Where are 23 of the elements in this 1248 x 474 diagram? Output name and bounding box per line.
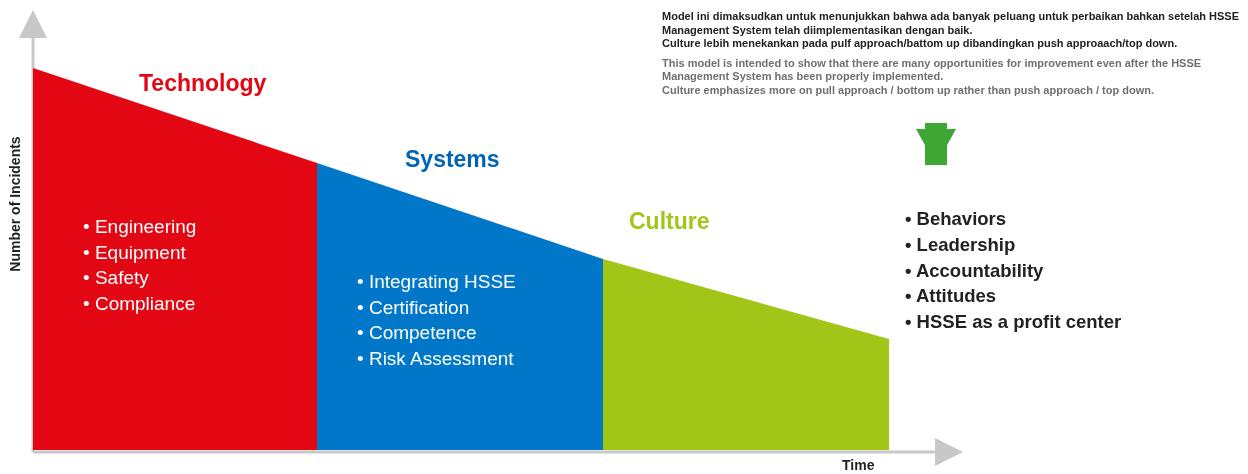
bullet-item: • Leadership <box>905 232 1017 257</box>
arrow <box>916 123 956 165</box>
bullet-item: • Attitudes <box>905 284 998 309</box>
bullet-item: • Compliance <box>83 291 197 316</box>
section-heading: Technology <box>139 70 267 97</box>
section-heading: Culture <box>629 208 710 235</box>
note-paragraph: This model is intended to show that there are many opportunities for improvement even after the HSSE Management System has been properly implemented. <box>662 56 1203 84</box>
note-paragraph: Culture lebih menekankan pada pulf approach/battom up dibandingkan push approaach/top down. <box>662 37 1179 51</box>
bullet-item: • Engineering <box>83 215 197 239</box>
bullet-item: • Competence <box>357 321 478 345</box>
section-heading: Systems <box>405 146 500 173</box>
note-paragraph: Model ini dimaksudkan untuk menunjukkan bahwa ada banyak peluang untuk perbaikan bahkan setelah HSSE Management System telah diimplementasikan dengan baik. <box>662 10 1241 37</box>
bullet-item: • Safety <box>83 266 150 290</box>
axis-title: Number of Incidents <box>7 135 23 274</box>
bullet-item: • Certification <box>357 295 471 320</box>
axis-title: Time <box>842 457 875 473</box>
bullet-item: • HSSE as a profit center <box>905 310 1122 335</box>
note-paragraph: Culture emphasizes more on pull approach / bottom up rather than push approach / top down. <box>662 83 1155 97</box>
bullet-item: • Accountability <box>905 258 1045 283</box>
bullet-item: • Risk Assessment <box>357 346 515 371</box>
bullet-item: • Behaviors <box>905 207 1008 231</box>
bullet-item: • Integrating HSSE <box>357 270 516 294</box>
bullet-item: • Equipment <box>83 240 187 265</box>
